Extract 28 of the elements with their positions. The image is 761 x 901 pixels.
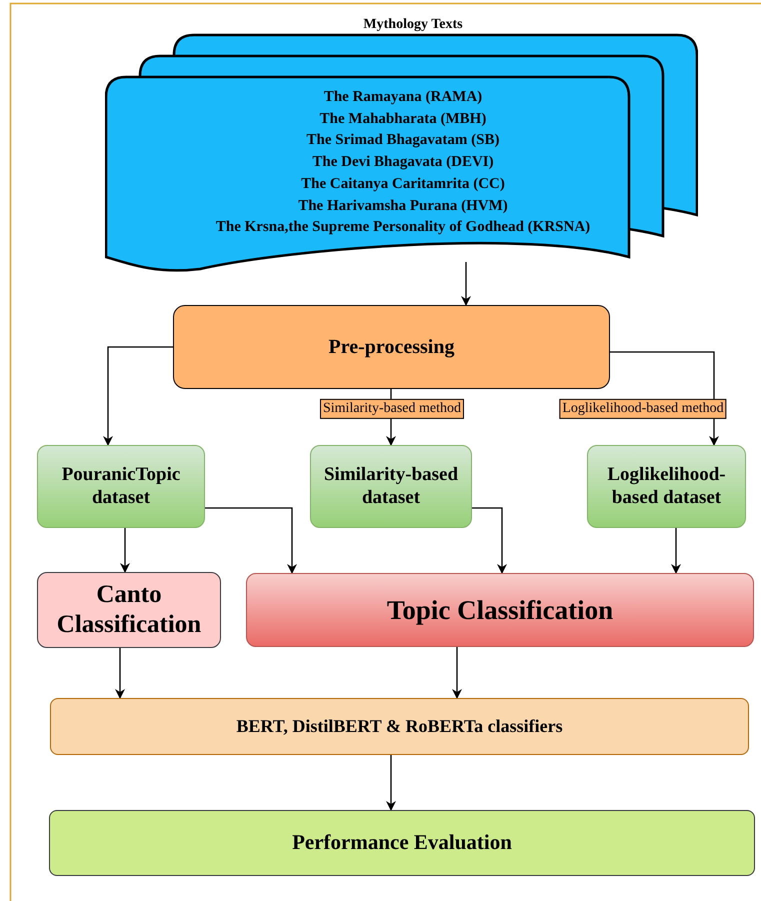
process-box: Pre-processing bbox=[173, 305, 610, 389]
arrow bbox=[452, 647, 462, 699]
document-title: The Devi Bhagavata (DEVI) bbox=[312, 153, 494, 172]
edge-label: Similarity-based method bbox=[320, 398, 464, 420]
dataset-box: Similarity-based dataset bbox=[310, 445, 472, 528]
dataset-box: Loglikelihood-based dataset bbox=[587, 445, 746, 528]
task-box: Canto Classification bbox=[37, 572, 221, 648]
dataset-box: PouranicTopic dataset bbox=[37, 445, 205, 528]
arrow bbox=[115, 648, 125, 699]
document-title: The Ramayana (RAMA) bbox=[324, 88, 482, 106]
document-title: The Krsna,the Supreme Personality of Godhead (KRSNA) bbox=[216, 218, 590, 236]
stack-heading: Mythology Texts bbox=[363, 17, 463, 34]
arrow bbox=[103, 346, 173, 446]
arrow bbox=[461, 262, 471, 306]
arrow bbox=[386, 755, 396, 811]
process-box: Performance Evaluation bbox=[49, 810, 755, 876]
arrow bbox=[671, 528, 681, 574]
arrow bbox=[120, 528, 130, 573]
edge-label: Loglikelihood-based method bbox=[559, 398, 727, 420]
arrow bbox=[205, 507, 297, 574]
document-title: The Mahabharata (MBH) bbox=[320, 110, 486, 128]
arrow bbox=[472, 507, 507, 574]
document-title: The Harivamsha Purana (HVM) bbox=[298, 196, 508, 214]
model-box: BERT, DistilBERT & RoBERTa classifiers bbox=[50, 698, 749, 755]
document-title: The Srimad Bhagavatam (SB) bbox=[306, 131, 500, 150]
task-box: Topic Classification bbox=[246, 573, 754, 647]
arrow bbox=[610, 351, 719, 446]
document-title: The Caitanya Caritamrita (CC) bbox=[301, 174, 505, 193]
